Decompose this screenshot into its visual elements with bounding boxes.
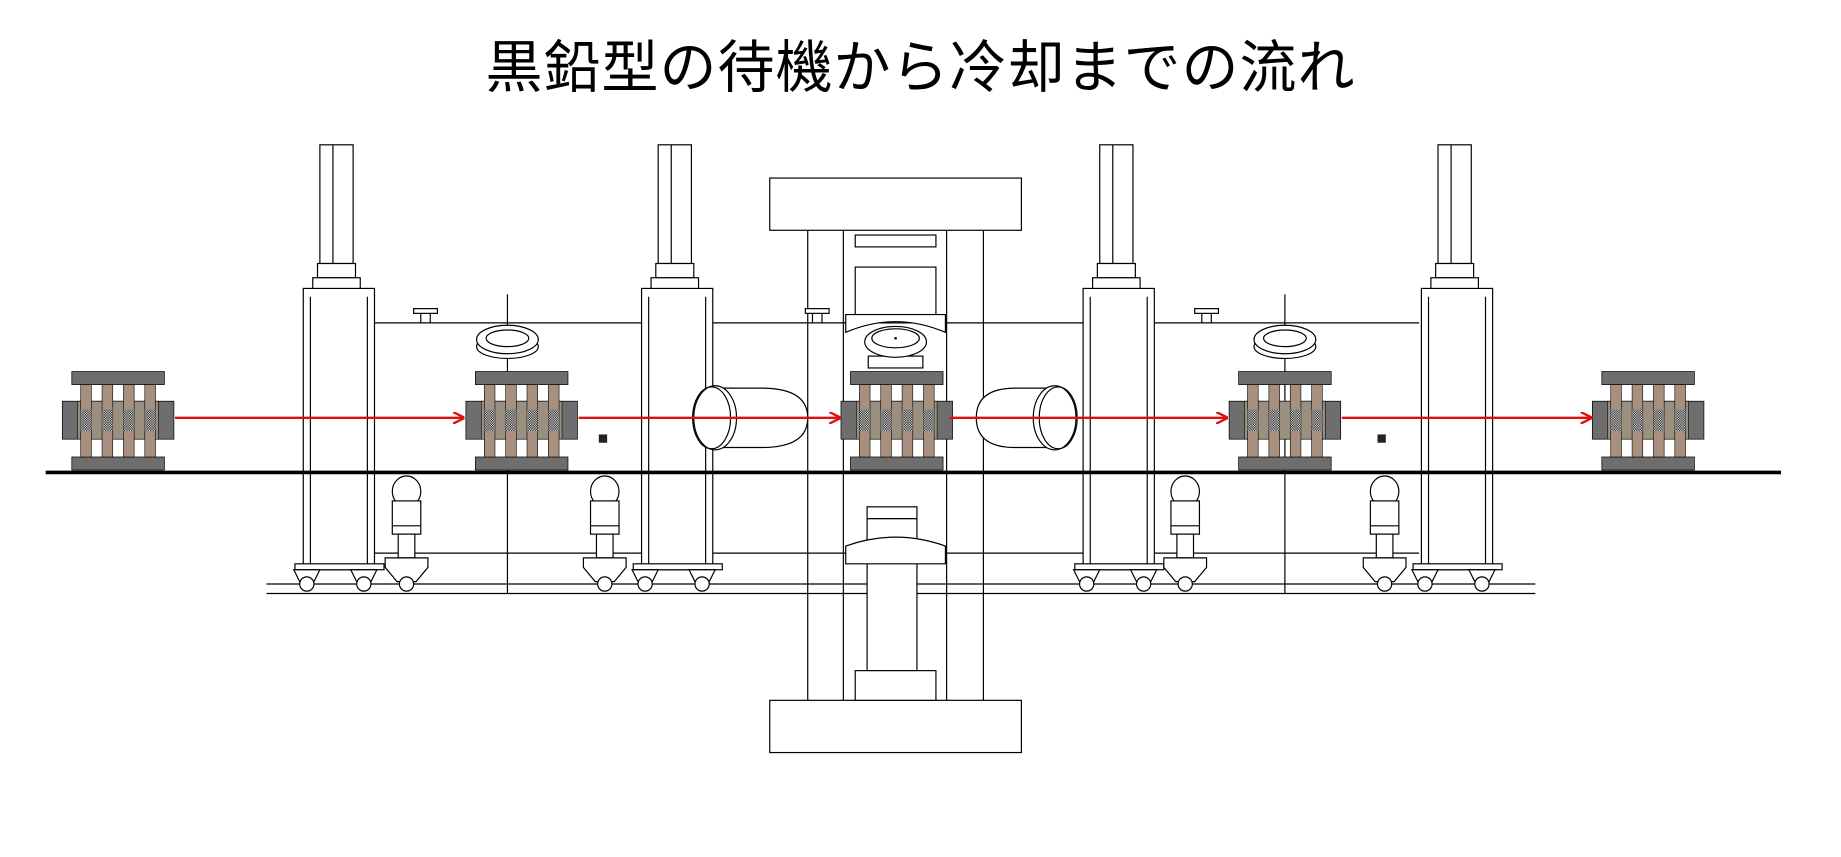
- caster-wheel-icon: [1417, 576, 1433, 592]
- mold-top-plate: [71, 371, 165, 385]
- graphite-sample: [80, 409, 92, 431]
- graphite-sample: [902, 409, 913, 431]
- lift-frame: [292, 144, 385, 592]
- graphite-mold: [465, 371, 578, 471]
- mold-top-plate: [475, 371, 569, 385]
- graphite-sample: [1247, 409, 1259, 431]
- graphite-sample: [859, 409, 871, 431]
- graphite-sample: [1311, 409, 1323, 431]
- caster-wheel-icon: [299, 576, 315, 592]
- caster-wheel-icon: [1135, 576, 1152, 592]
- robot-unit: [1163, 475, 1208, 592]
- mold-top-plate: [1601, 371, 1695, 385]
- mold-bottom-plate: [71, 456, 165, 471]
- graphite-sample: [102, 409, 113, 431]
- caster-wheel-icon: [597, 576, 613, 592]
- air-cylinder: [657, 144, 693, 265]
- graphite-sample: [144, 409, 156, 431]
- lift-frame: [1072, 144, 1165, 592]
- valve-icon: [1194, 308, 1220, 323]
- graphite-sample: [1632, 409, 1643, 431]
- mold-bottom-plate: [850, 456, 944, 471]
- air-cylinder: [319, 144, 354, 265]
- caster-wheel-icon: [1177, 576, 1193, 592]
- diagram-title: 黒鉛型の待機から冷却までの流れ: [485, 35, 1356, 101]
- graphite-sample: [1653, 409, 1665, 431]
- graphite-sample: [527, 409, 538, 431]
- graphite-sample: [548, 409, 560, 431]
- caster-wheel-icon: [694, 576, 710, 592]
- sensor-icon: [598, 434, 608, 443]
- robot-unit: [582, 475, 627, 592]
- central-press: [769, 177, 1022, 754]
- graphite-mold: [1591, 371, 1705, 471]
- sensor-icon: [1377, 434, 1386, 443]
- press-bottom-block: [769, 699, 1022, 754]
- graphite-mold: [840, 371, 953, 471]
- caster-wheel-icon: [356, 576, 372, 592]
- mold-bottom-plate: [1238, 456, 1332, 471]
- graphite-sample: [484, 409, 495, 431]
- graphite-sample: [505, 409, 517, 431]
- robot-unit: [384, 475, 429, 592]
- caster-wheel-icon: [637, 576, 653, 592]
- air-cylinder: [1099, 144, 1134, 265]
- valve-icon: [413, 308, 438, 323]
- air-cylinder: [1437, 144, 1472, 265]
- graphite-sample: [880, 409, 892, 431]
- mold-top-plate: [850, 371, 944, 385]
- valve-icon: [804, 308, 830, 323]
- mold-bottom-plate: [475, 456, 569, 471]
- graphite-sample: [1290, 409, 1301, 431]
- lift-frame: [631, 144, 723, 592]
- caster-wheel-icon: [1376, 576, 1393, 592]
- caster-wheel-icon: [398, 576, 415, 592]
- graphite-sample: [1610, 409, 1622, 431]
- caster-wheel-icon: [1474, 576, 1490, 592]
- mold-disc: [1253, 324, 1317, 360]
- graphite-sample: [1674, 409, 1686, 431]
- press-top-block: [769, 177, 1022, 231]
- caster-wheel-icon: [1078, 576, 1095, 592]
- mold-bottom-plate: [1601, 456, 1695, 471]
- robot-unit: [1362, 475, 1407, 592]
- graphite-sample: [123, 409, 135, 431]
- graphite-mold: [1228, 371, 1342, 471]
- lift-frame: [1410, 144, 1503, 592]
- graphite-mold: [61, 371, 175, 471]
- graphite-sample: [1268, 409, 1280, 431]
- mold-disc: [475, 324, 539, 360]
- graphite-sample: [923, 409, 935, 431]
- mold-top-plate: [1238, 371, 1332, 385]
